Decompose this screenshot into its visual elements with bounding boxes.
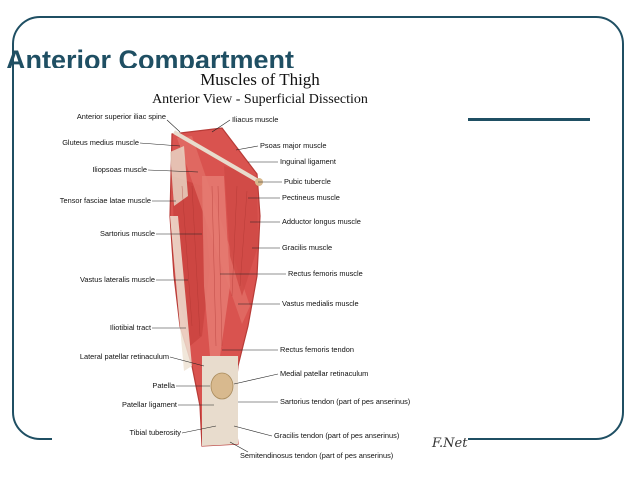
right-labels: Iliacus muscle Psoas major muscle Inguin… xyxy=(232,115,410,460)
label-lateral-patellar-retinaculum: Lateral patellar retinaculum xyxy=(80,352,169,361)
tensor-fasciae-latae xyxy=(170,146,188,206)
label-gluteus-medius: Gluteus medius muscle xyxy=(62,138,139,147)
inguinal-ligament-line xyxy=(172,130,262,184)
label-patella: Patella xyxy=(152,381,175,390)
label-gracilis-tendon: Gracilis tendon (part of pes anserinus) xyxy=(274,431,399,440)
accent-line xyxy=(468,118,590,121)
muscle-striations xyxy=(181,185,248,347)
left-labels: Anterior superior iliac spine Gluteus me… xyxy=(60,112,182,437)
left-leaders xyxy=(139,119,217,434)
label-semitendinosus-tendon: Semitendinosus tendon (part of pes anser… xyxy=(240,451,393,460)
label-sartorius-tendon: Sartorius tendon (part of pes anserinus) xyxy=(280,397,410,406)
thigh-illustration: Anterior superior iliac spine Gluteus me… xyxy=(60,112,410,460)
label-sartorius: Sartorius muscle xyxy=(100,229,155,238)
rectus-femoris xyxy=(202,176,230,356)
label-adductor-longus: Adductor longus muscle xyxy=(282,217,361,226)
label-asis: Anterior superior iliac spine xyxy=(77,112,166,121)
label-tensor-fasciae-latae: Tensor fasciae latae muscle xyxy=(60,196,151,205)
adductors xyxy=(224,166,258,296)
anatomy-plate: Muscles of Thigh Anterior View - Superfi… xyxy=(52,66,468,463)
plate-subtitle: Anterior View - Superficial Dissection xyxy=(152,92,368,107)
right-leaders xyxy=(211,119,286,453)
label-tibial-tuberosity: Tibial tuberosity xyxy=(130,428,182,437)
label-rectus-femoris: Rectus femoris muscle xyxy=(288,269,363,278)
label-psoas-major: Psoas major muscle xyxy=(260,141,327,150)
label-pectineus: Pectineus muscle xyxy=(282,193,340,202)
slide-title: Anterior Compartment xyxy=(6,45,295,68)
label-vastus-medialis: Vastus medialis muscle xyxy=(282,299,359,308)
patella-shape xyxy=(210,372,234,400)
label-pubic-tubercle: Pubic tubercle xyxy=(284,177,331,186)
knee-tendon xyxy=(202,356,238,446)
label-medial-patellar-retinaculum: Medial patellar retinaculum xyxy=(280,369,368,378)
label-iliotibial-tract: Iliotibial tract xyxy=(110,323,151,332)
iliotibial-tract xyxy=(170,216,192,371)
label-vastus-lateralis: Vastus lateralis muscle xyxy=(80,275,155,284)
artist-signature: F.Netter xyxy=(432,436,468,451)
label-rectus-femoris-tendon: Rectus femoris tendon xyxy=(280,345,354,354)
label-iliopsoas: Iliopsoas muscle xyxy=(92,165,147,174)
label-gracilis: Gracilis muscle xyxy=(282,243,332,252)
label-iliacus: Iliacus muscle xyxy=(232,115,278,124)
label-inguinal-ligament: Inguinal ligament xyxy=(280,157,336,166)
label-patellar-ligament: Patellar ligament xyxy=(122,400,177,409)
plate-title: Muscles of Thigh xyxy=(200,70,320,89)
